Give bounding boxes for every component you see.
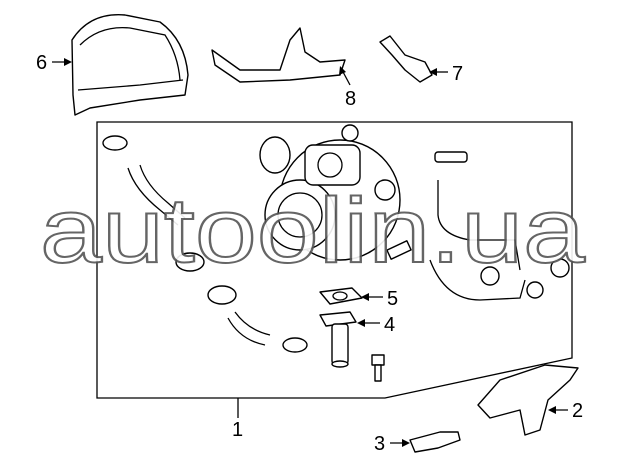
callout-label: 2 (572, 400, 583, 422)
oil-pipes (386, 151, 570, 301)
part-7-bracket (379, 35, 433, 83)
callout-6: 6 (36, 52, 72, 74)
watermark: autoolin.ua (40, 180, 586, 282)
part-5-gasket (319, 287, 363, 305)
callout-label: 1 (232, 419, 243, 441)
part-3-bracket (409, 431, 461, 453)
callout-7: 7 (429, 63, 463, 85)
callout-label: 4 (384, 314, 395, 336)
part-2-bracket (477, 364, 579, 436)
callout-3: 3 (374, 433, 410, 455)
part-8-bracket (211, 27, 346, 83)
part-4-oil-return (319, 311, 357, 368)
callout-8: 8 (339, 66, 356, 110)
coolant-hoses (102, 135, 308, 353)
bolt (371, 354, 385, 382)
callout-1: 1 (232, 398, 243, 441)
part-6-heat-shield (71, 14, 189, 116)
callout-4: 4 (357, 314, 395, 336)
turbocharger (259, 124, 401, 261)
callout-label: 8 (345, 88, 356, 110)
callout-label: 5 (387, 288, 398, 310)
assembly-frame (96, 121, 573, 399)
callout-2: 2 (548, 400, 583, 422)
callout-5: 5 (361, 288, 398, 310)
callout-label: 7 (452, 63, 463, 85)
callout-label: 3 (374, 433, 385, 455)
callout-label: 6 (36, 52, 47, 74)
